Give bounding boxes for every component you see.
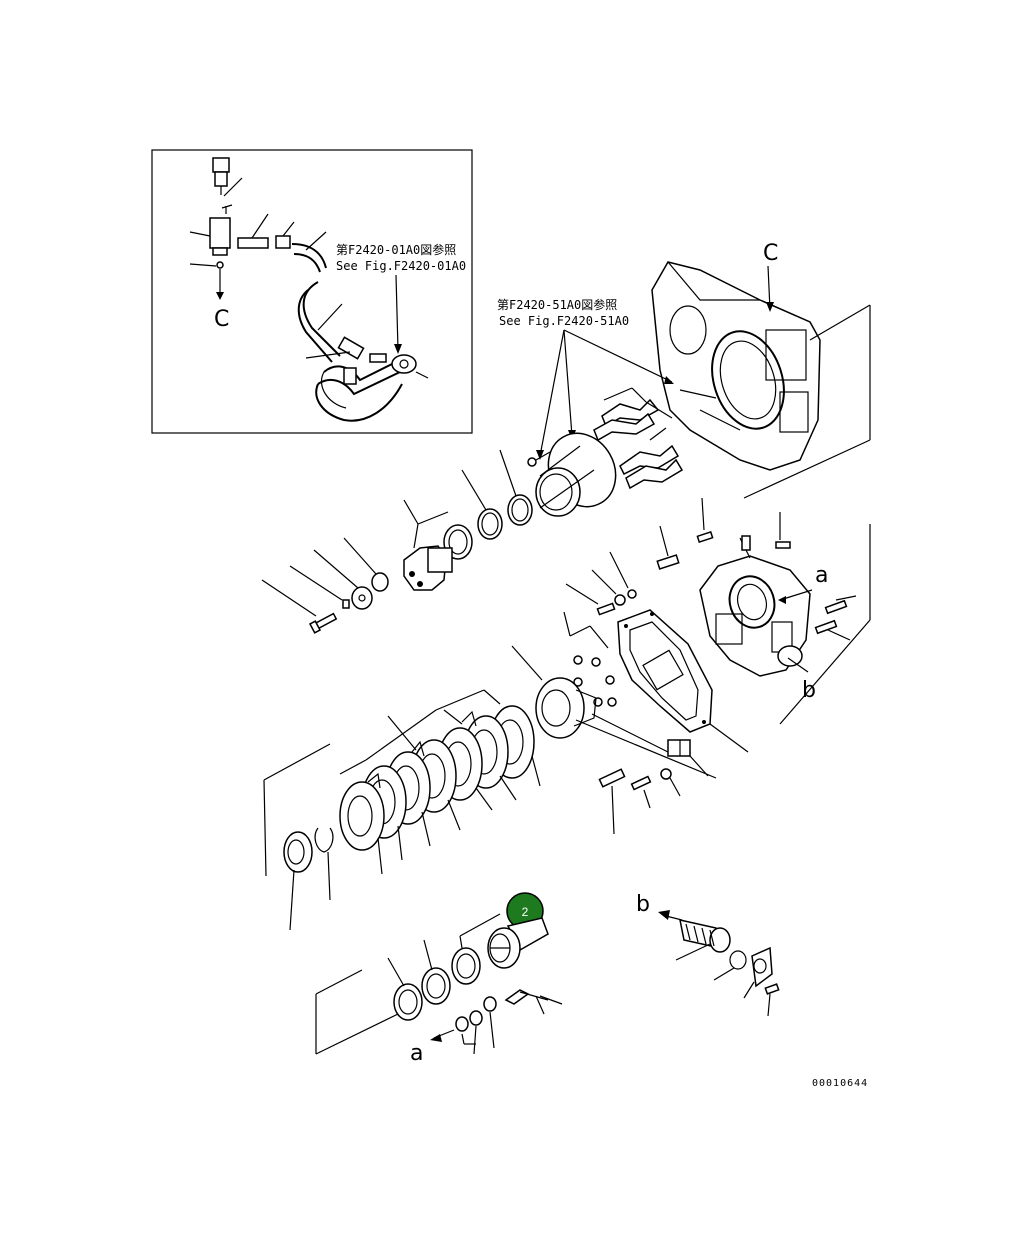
shift-forks <box>593 387 684 490</box>
yoke-coupling <box>403 523 453 591</box>
inset-hose <box>297 281 429 422</box>
transmission-housing <box>651 261 871 499</box>
inset-sensor-body <box>189 204 233 300</box>
inset-fittings <box>237 213 327 273</box>
inset-panel: C 第F2420-01 <box>151 149 473 434</box>
housing-label-c: C <box>763 241 778 266</box>
inset-ref-jp: 第F2420-01A0図参照 <box>336 242 456 257</box>
main-ref-jp: 第F2420-51A0図参照 <box>497 297 617 312</box>
main-ref-leaders <box>536 329 674 460</box>
upper-fasteners <box>261 537 389 634</box>
rear-bolts <box>779 524 871 725</box>
rear-cover <box>699 535 811 677</box>
left-bearing <box>283 827 334 931</box>
inset-label-c: C <box>214 307 229 332</box>
dowel-pins <box>656 497 791 570</box>
bearing-retainer <box>511 645 669 753</box>
gasket <box>617 609 749 753</box>
shaft-label-b: b <box>636 892 650 917</box>
lower-nuts <box>430 989 563 1055</box>
inset-sensor-top <box>212 157 243 197</box>
clutch-pack <box>263 689 541 877</box>
main-ref-en: See Fig.F2420-51A0 <box>499 314 629 328</box>
output-gear <box>315 913 549 1055</box>
rear-label-a: a <box>815 563 828 588</box>
upper-ring-row <box>403 449 533 560</box>
inset-ref-leader <box>395 274 399 351</box>
inset-ref-en: See Fig.F2420-01A0 <box>336 259 466 273</box>
small-bracket <box>575 719 717 835</box>
document-id: 00010644 <box>812 1078 868 1089</box>
bearing-cage <box>527 432 617 517</box>
center-bolt <box>565 551 637 616</box>
output-shaft <box>658 910 780 1017</box>
lower-label-a: a <box>410 1041 423 1066</box>
callout-number: 2 <box>522 905 529 919</box>
